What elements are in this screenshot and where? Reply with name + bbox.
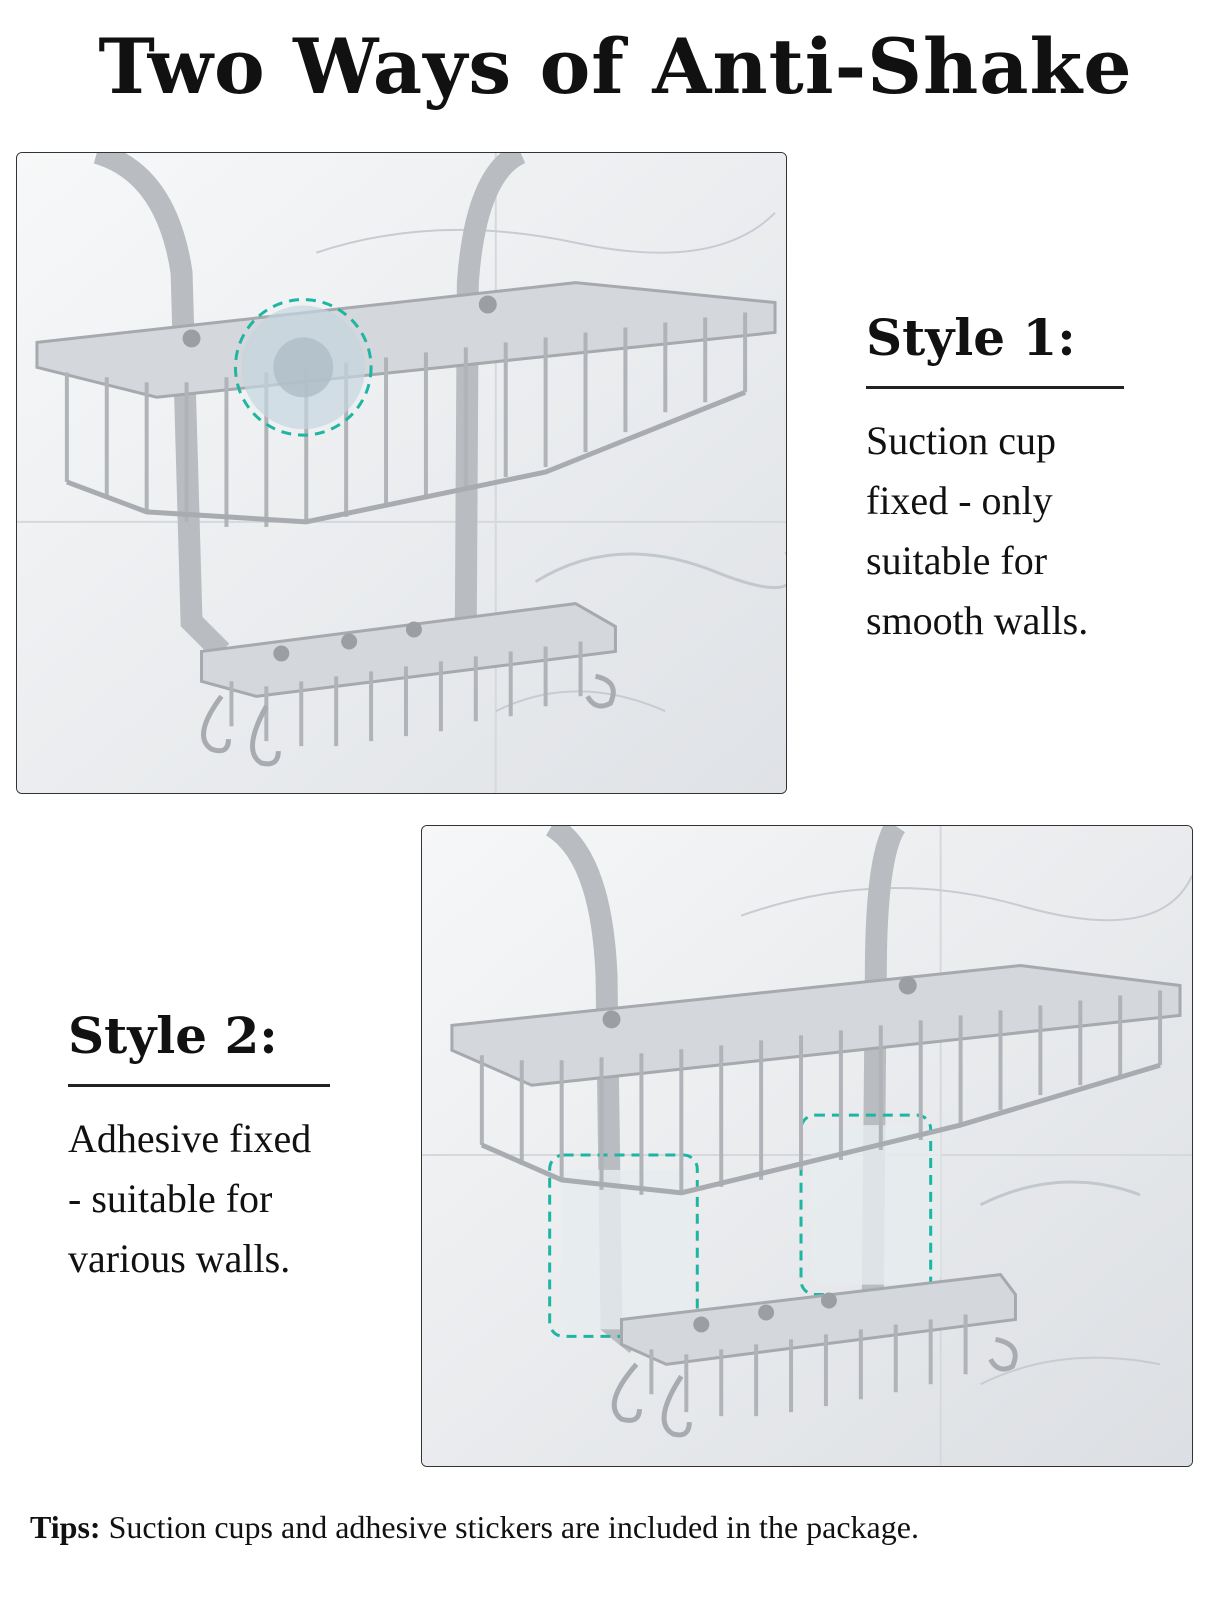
style-2-description: Adhesive fixed - suitable for various wa… [68, 1116, 312, 1281]
tips-text: Suction cups and adhesive stickers are i… [108, 1509, 919, 1545]
style-2-block: Style 2: Adhesive fixed - suitable for v… [68, 1006, 330, 1289]
style-1-heading: Style 1: [866, 308, 1076, 367]
page-title: Two Ways of Anti-Shake [98, 22, 1133, 111]
style-2-divider [68, 1084, 330, 1087]
tips-label: Tips: [30, 1509, 101, 1545]
product-photo-adhesive [421, 825, 1193, 1467]
style-1-description: Suction cup fixed - only suitable for sm… [866, 418, 1089, 643]
style-2-heading: Style 2: [68, 1006, 278, 1065]
tips-note: Tips: Suction cups and adhesive stickers… [30, 1505, 1220, 1549]
style-1-block: Style 1: Suction cup fixed - only suitab… [866, 308, 1124, 651]
product-photo-suction-cup [16, 152, 787, 794]
style-1-divider [866, 386, 1124, 389]
